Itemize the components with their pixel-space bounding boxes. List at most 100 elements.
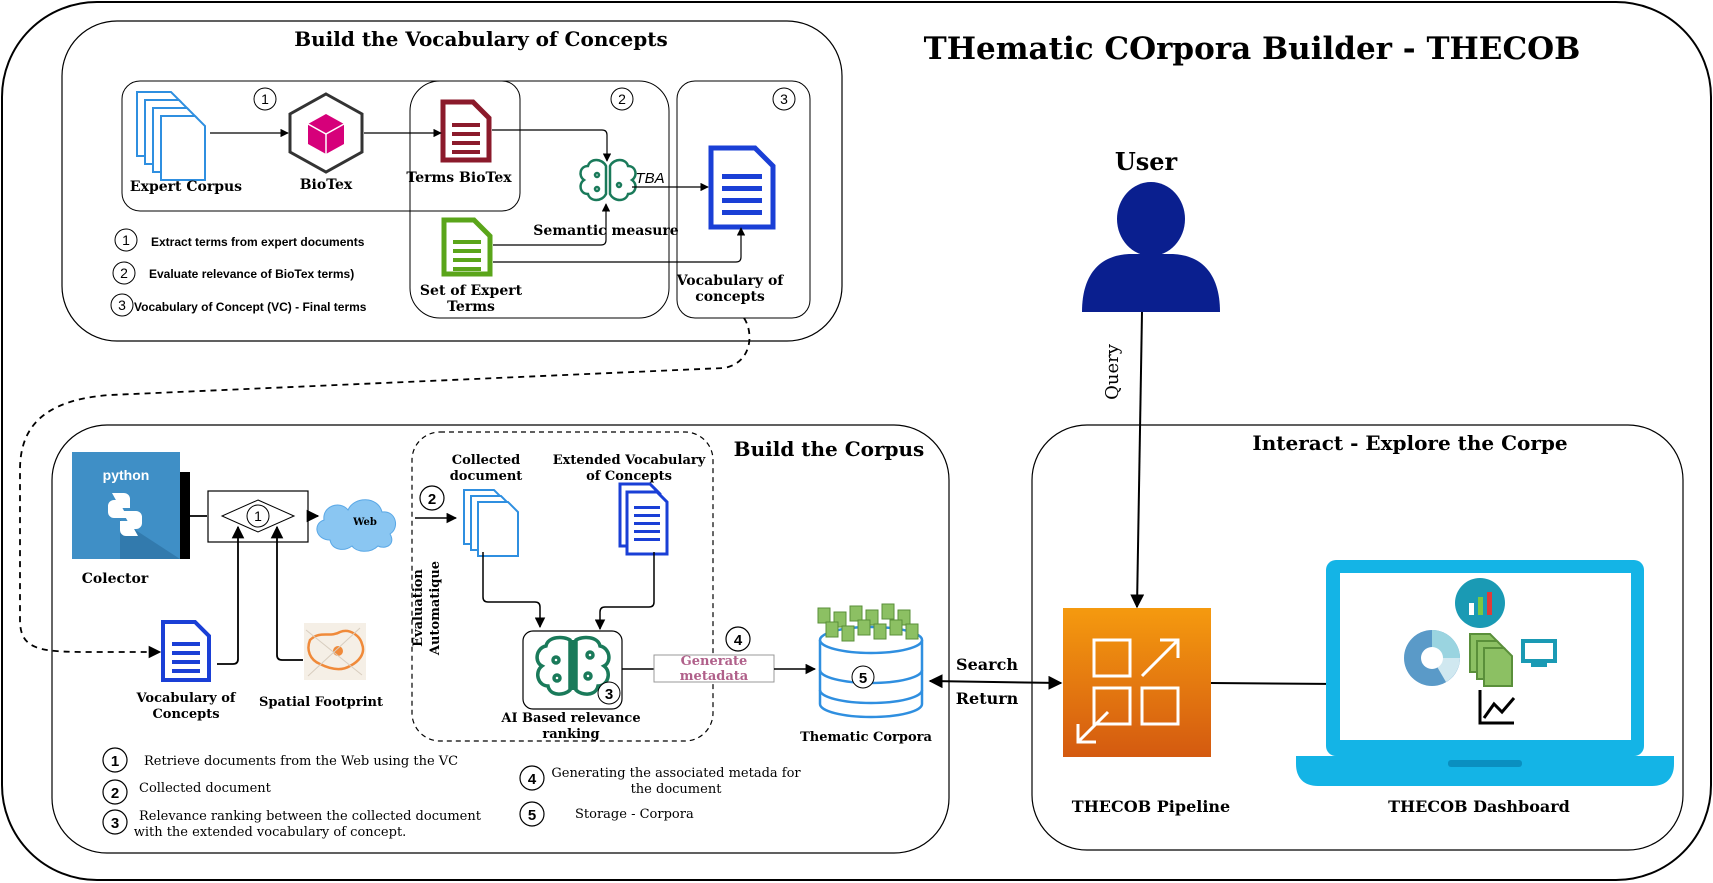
generate-metadata-label-2: metadata: [680, 669, 749, 684]
svg-text:Storage - Corpora: Storage - Corpora: [575, 807, 694, 822]
svg-text:Evaluate relevance of BioTex t: Evaluate relevance of BioTex terms): [149, 267, 354, 281]
vocab-section-box: [61, 20, 843, 342]
extended-vocab-label-2: of Concepts: [586, 469, 672, 484]
vocab-section-title: Build the Vocabulary of Concepts: [294, 27, 668, 51]
svg-text:3: 3: [111, 815, 119, 832]
evaluation-label-1: Evaluation: [411, 569, 426, 647]
svg-text:1: 1: [111, 753, 119, 770]
semantic-measure-brain-icon: [579, 158, 637, 202]
biotex-icon: [288, 92, 364, 174]
step-2-badge: 2: [419, 485, 445, 511]
web-cloud-icon: Web: [316, 499, 397, 552]
thematic-corpora-db-icon: 5: [817, 603, 924, 719]
collector-process-box: 1: [207, 490, 309, 543]
search-return-double-arrow: [928, 674, 1063, 690]
thecob-dashboard-laptop-icon: [1296, 560, 1674, 786]
svg-text:Relevance ranking between the: Relevance ranking between the collected …: [139, 809, 482, 824]
svg-text:Generating the associated meta: Generating the associated metada for: [551, 766, 801, 781]
svg-text:the document: the document: [631, 782, 723, 797]
svg-text:4: 4: [528, 771, 537, 788]
step1-group-box: [121, 80, 521, 212]
pipeline-label: THECOB Pipeline: [1072, 797, 1230, 816]
vocab-legend: 1 Extract terms from expert documents 2 …: [110, 228, 367, 317]
svg-text:5: 5: [528, 807, 536, 824]
thecob-pipeline-icon: [1063, 608, 1211, 757]
evaluation-dashed-box: [411, 431, 714, 742]
terms-biotex-label: Terms BioTex: [406, 170, 512, 186]
corpus-vocab-concepts-label-2: Concepts: [152, 707, 219, 722]
vocab-badge-1: 1: [253, 87, 277, 111]
svg-text:python: python: [103, 467, 150, 483]
svg-text:2: 2: [120, 265, 128, 281]
terms-biotex-icon: [440, 99, 492, 163]
vocab-badge-2: 2: [610, 87, 634, 111]
generate-metadata-label-1: Generate: [681, 654, 748, 669]
step-4-badge: 4: [725, 626, 751, 652]
set-expert-terms-icon: [441, 217, 493, 277]
ai-ranking-label-1: AI Based relevance: [500, 711, 640, 726]
svg-text:2: 2: [428, 491, 436, 508]
user-label: User: [1115, 147, 1178, 176]
vocab-concepts-label-1: Vocabulary of: [676, 273, 785, 289]
evaluation-label-2: Automatique: [428, 561, 443, 656]
svg-text:5: 5: [859, 670, 867, 687]
vocab-arrows: [210, 128, 746, 263]
corpus-section-box: [51, 424, 950, 854]
ai-ranking-label-2: ranking: [542, 727, 599, 742]
vocab-concepts-doc-icon: [708, 145, 776, 230]
svg-text:Retrieve documents from the We: Retrieve documents from the Web using th…: [144, 754, 458, 769]
step2-group-box: [409, 80, 670, 319]
user-to-pipeline-arrow: [1130, 311, 1145, 609]
svg-text:3: 3: [605, 686, 613, 703]
colector-label: Colector: [82, 571, 149, 587]
vocab-badge-3: 3: [772, 87, 796, 111]
corpus-legend: 1 Retrieve documents from the Web using …: [102, 747, 801, 840]
set-expert-terms-label-1: Set of Expert: [420, 283, 523, 299]
svg-text:Collected document: Collected document: [139, 781, 272, 796]
step3-group-box: [676, 80, 811, 319]
user-icon: [1082, 182, 1220, 312]
tba-label: TBA: [635, 170, 664, 187]
generate-metadata-box: [653, 654, 775, 683]
svg-text:1: 1: [261, 91, 269, 107]
interact-section-title: Interact - Explore the Corpe: [1252, 431, 1567, 455]
dashboard-label: THECOB Dashboard: [1388, 797, 1570, 816]
python-icon: python: [72, 452, 190, 559]
ai-ranking-icon: 3: [522, 630, 623, 710]
collected-document-label-1: Collected: [452, 453, 520, 468]
svg-text:3: 3: [118, 297, 126, 313]
collected-document-icon: [463, 489, 519, 557]
collected-document-label-2: document: [450, 469, 523, 484]
expert-corpus-icon: [136, 91, 206, 181]
svg-text:1: 1: [254, 508, 262, 524]
extended-vocab-icon: [618, 482, 669, 556]
ai-ranking-arrows: [482, 552, 655, 631]
svg-text:4: 4: [734, 632, 743, 649]
corpus-section-title: Build the Corpus: [734, 437, 925, 461]
set-expert-terms-label-2: Terms: [447, 299, 495, 315]
main-title: THematic COrpora Builder - THECOB: [924, 31, 1581, 67]
extended-vocab-label-1: Extended Vocabulary: [553, 453, 706, 468]
pipeline-to-dashboard-arrow: [1210, 676, 1341, 691]
corpus-vocab-concepts-icon: [161, 620, 211, 682]
interact-section-box: [1031, 424, 1684, 851]
thematic-corpora-label: Thematic Corpora: [800, 730, 932, 745]
search-label: Search: [956, 655, 1018, 674]
svg-text:with the extended vocabulary o: with the extended vocabulary of concept.: [134, 825, 407, 840]
svg-text:1: 1: [122, 232, 130, 248]
return-label: Return: [956, 689, 1019, 708]
svg-text:2: 2: [618, 91, 626, 107]
svg-text:Extract terms from expert docu: Extract terms from expert documents: [151, 235, 365, 249]
expert-corpus-label: Expert Corpus: [130, 179, 242, 195]
spatial-footprint-label: Spatial Footprint: [259, 695, 383, 710]
corpus-vocab-concepts-label-1: Vocabulary of: [136, 691, 237, 706]
svg-text:2: 2: [111, 785, 119, 802]
svg-text:Vocabulary of Concept (VC) - F: Vocabulary of Concept (VC) - Final terms: [134, 300, 367, 314]
inputs-to-collector-arrows: [217, 525, 303, 665]
query-label: Query: [1102, 343, 1123, 400]
svg-text:3: 3: [780, 91, 788, 107]
spatial-footprint-map-icon: [304, 623, 366, 680]
biotex-label: BioTex: [300, 177, 353, 193]
